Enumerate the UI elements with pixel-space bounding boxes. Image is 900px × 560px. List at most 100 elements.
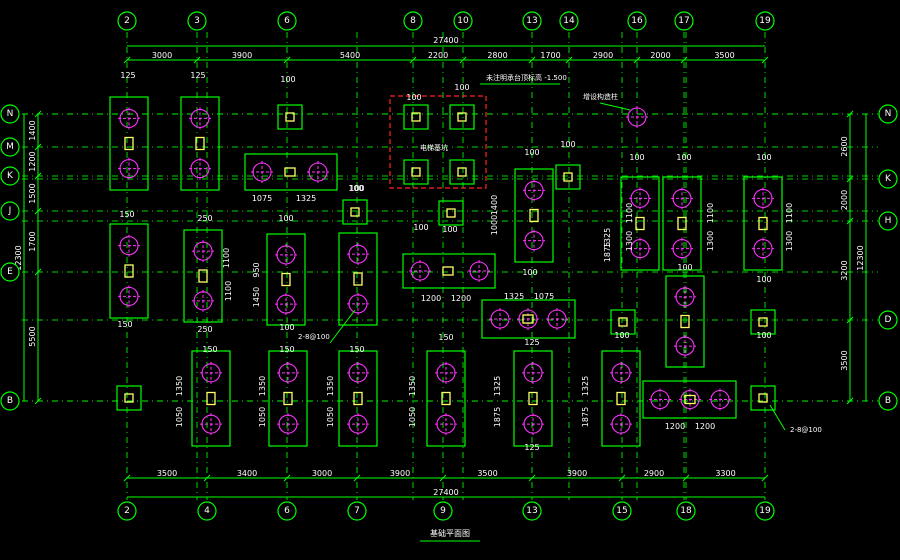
grid-lines [22, 32, 878, 500]
dim-bottom-value: 3500 [477, 469, 497, 478]
cap-dim-label: 100 [280, 75, 295, 84]
pile-cap [642, 380, 737, 419]
pile-cap [438, 200, 464, 226]
column [457, 112, 467, 122]
cap-dim-label: 100 [524, 148, 539, 157]
dim-bottom-value: 3000 [312, 469, 332, 478]
column [411, 112, 421, 122]
cap-dim-label: 150 [119, 210, 134, 219]
axis-bubble-right-circle [878, 310, 898, 330]
axis-bubble-right-label: K [885, 174, 892, 184]
axis-bubble-left-circle [0, 104, 20, 124]
dim-top-value: 3900 [232, 51, 252, 60]
pile-cap [514, 168, 554, 263]
axis-bubble-left-circle [0, 166, 20, 186]
axis-bubble-right-circle [878, 211, 898, 231]
axis-bubble-bottom-label: 9 [440, 506, 446, 516]
pile-cap [403, 159, 429, 185]
note-elevator-pit: 电梯基坑 [420, 143, 448, 152]
axis-bubble-top-circle [277, 11, 297, 31]
cap-dim-label: 100 [413, 223, 428, 232]
pile-cap [338, 350, 378, 447]
note-leader [329, 309, 356, 344]
cap-dim-label: 250 [197, 214, 212, 223]
pile-cap [268, 350, 308, 447]
column [441, 391, 451, 406]
cap-dim-value: 1200 [665, 422, 685, 431]
cap-dim-label: 100 [349, 184, 364, 193]
dim-bottom-value: 3900 [567, 469, 587, 478]
dim-tick [34, 268, 42, 276]
axis-bubble-bottom-label: 13 [526, 506, 537, 516]
dim-tick [846, 110, 854, 118]
axis-bubble-bottom-label: 4 [204, 506, 210, 516]
dim-tick [34, 143, 42, 151]
cap-dim-value: 1300 [625, 231, 634, 251]
column [195, 136, 205, 151]
axis-bubble-bottom-label: 6 [284, 506, 290, 516]
axis-bubble-bottom-circle [755, 501, 775, 521]
column [618, 317, 628, 327]
axis-bubble-left-label: B [7, 396, 13, 406]
column [198, 269, 208, 283]
axis-bubble-left-circle [0, 137, 20, 157]
cap-dim-label: 100 [348, 184, 363, 193]
cap-dim-value: 1325 [493, 376, 502, 396]
axis-bubble-bottom-circle [347, 501, 367, 521]
dim-top-value: 2000 [650, 51, 670, 60]
column [281, 272, 291, 287]
dim-tick [846, 175, 854, 183]
cap-dim-value: 1325 [296, 194, 316, 203]
column [442, 266, 454, 276]
column [528, 391, 538, 406]
cap-dim-label: 100 [522, 268, 537, 277]
dim-tick [409, 56, 417, 64]
axis-bubble-top-label: 10 [457, 16, 469, 26]
dim-tick [761, 474, 769, 482]
dim-top-value: 2900 [593, 51, 613, 60]
cap-dim-label: 150 [117, 320, 132, 329]
dim-left-value: 1200 [28, 151, 37, 171]
column [680, 314, 690, 329]
cap-dim-value: 950 [252, 262, 261, 277]
axis-bubble-top-circle [755, 11, 775, 31]
dim-bottom-value: 3400 [237, 469, 257, 478]
axis-bubble-top-circle [522, 11, 542, 31]
dim-tick [439, 474, 447, 482]
cap-dim-label: 100 [442, 225, 457, 234]
axis-bubble-top-label: 13 [526, 16, 537, 26]
cap-dim-value: 1075 [252, 194, 272, 203]
dim-tick [618, 474, 626, 482]
cap-dim-label: 150 [349, 345, 364, 354]
pile-cap [481, 299, 576, 339]
dim-top-value: 2200 [428, 51, 448, 60]
dim-bottom-value: 2900 [644, 469, 664, 478]
pile-cap [109, 96, 149, 191]
column [522, 314, 534, 324]
column [124, 264, 134, 278]
axis-bubble-left-label: M [6, 142, 14, 152]
axis-bubble-right-circle [878, 169, 898, 189]
axis-bubble-bottom-label: 18 [680, 506, 692, 516]
axis-bubble-top-circle [187, 11, 207, 31]
column [284, 167, 296, 177]
dim-top-value: 1700 [540, 51, 560, 60]
pile-cap [601, 350, 641, 447]
axis-bubble-top-circle [117, 11, 137, 31]
pile-cap [402, 253, 496, 289]
dim-top-value: 5400 [340, 51, 360, 60]
column [411, 167, 421, 177]
note-added-column: 增设构造柱 [583, 92, 618, 101]
cap-dim-label: 125 [524, 443, 539, 452]
axis-bubble-top-circle [674, 11, 694, 31]
pile-cap [403, 104, 429, 130]
cap-dim-value: 1100 [224, 281, 233, 301]
axis-bubble-top-label: 19 [759, 16, 771, 26]
axis-bubble-top-circle [453, 11, 473, 31]
cap-dim-label: 150 [202, 345, 217, 354]
axis-bubble-right-label: H [885, 216, 892, 226]
cap-dim-label: 100 [279, 323, 294, 332]
note-rebar-1: 2-8@100 [298, 333, 330, 341]
